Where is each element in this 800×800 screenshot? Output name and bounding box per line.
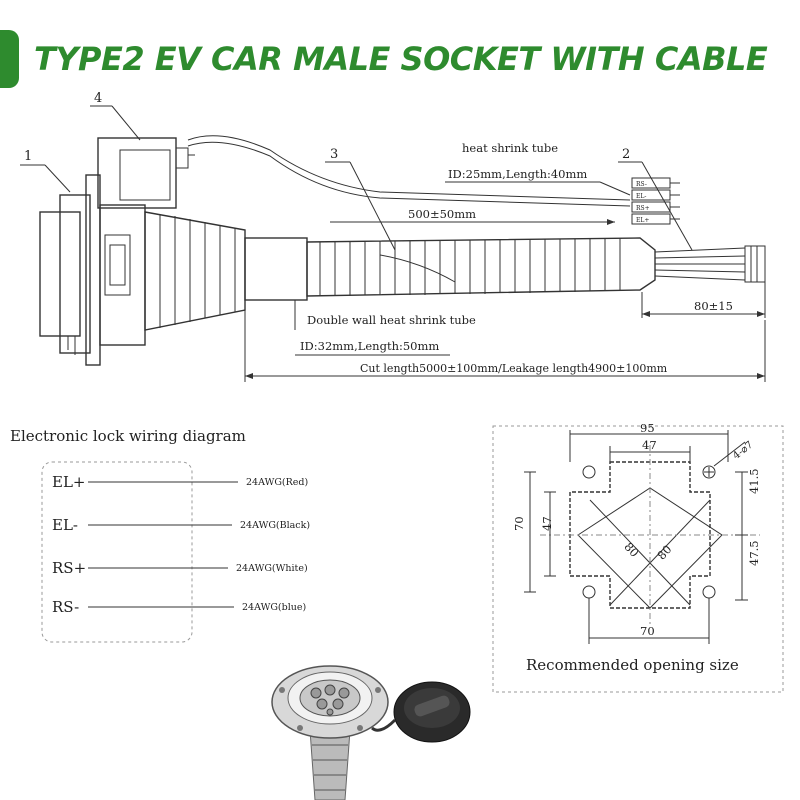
- callout-1: 1: [24, 149, 32, 164]
- cutout-outline: [569, 461, 711, 609]
- lock-wire-tags: RS- EL- RS+ EL+: [631, 177, 680, 225]
- wire-spec: 24AWG(White): [236, 563, 308, 574]
- heat-shrink-label: heat shrink tube: [462, 141, 558, 155]
- wiring-row: RS+ 24AWG(White): [52, 559, 308, 577]
- electronic-lock-body: [97, 137, 177, 209]
- wiring-row: RS- 24AWG(blue): [52, 598, 306, 616]
- mounting-hole: [702, 585, 716, 599]
- wiring-diagram: Electronic lock wiring diagram EL+ 24AWG…: [10, 427, 310, 643]
- corrugated-conduit: [306, 237, 656, 297]
- dim-70-left: 70: [512, 516, 526, 531]
- callout-2: 2: [622, 147, 630, 162]
- dim-hole: 4-⌀7: [731, 440, 755, 462]
- pin-label: RS-: [52, 598, 79, 616]
- mounting-hole: [702, 465, 716, 479]
- dim-70-bottom: 70: [640, 624, 655, 638]
- double-wall-heat-shrink: [244, 237, 308, 301]
- callout-4: 4: [94, 91, 102, 106]
- wire-tag: RS+: [636, 205, 650, 212]
- pin-label: EL-: [52, 516, 78, 534]
- dim-500: 500±50mm: [408, 207, 476, 221]
- pin-label: RS+: [52, 559, 86, 577]
- callout-3: 3: [330, 147, 338, 162]
- socket-rear-body: [99, 204, 146, 346]
- wiring-title: Electronic lock wiring diagram: [10, 427, 246, 445]
- wire-spec: 24AWG(Black): [240, 520, 310, 531]
- opening-frame: [492, 425, 784, 693]
- rubber-boot: [144, 211, 246, 331]
- double-wall-spec: ID:32mm,Length:50mm: [300, 339, 439, 353]
- output-wires: [654, 245, 766, 283]
- mounting-hole: [582, 465, 596, 479]
- opening-size-diagram: 95 47 4-⌀7 41.5 47.5 70 47 80 80 70 Reco…: [492, 421, 784, 693]
- dim-80: 80±15: [694, 299, 733, 313]
- lock-cable: [187, 135, 631, 201]
- double-wall-label: Double wall heat shrink tube: [307, 313, 476, 327]
- heat-shrink-spec: ID:25mm,Length:40mm: [448, 167, 587, 181]
- wire-tag: EL+: [636, 217, 649, 224]
- wiring-row: EL- 24AWG(Black): [52, 516, 310, 534]
- dim-95: 95: [640, 421, 655, 435]
- mounting-hole: [582, 585, 596, 599]
- page-title: TYPE2 EV CAR MALE SOCKET WITH CABLE: [34, 40, 768, 78]
- wiring-row: EL+ 24AWG(Red): [52, 473, 308, 491]
- wire-spec: 24AWG(blue): [242, 602, 306, 613]
- title-accent-bar: [0, 30, 19, 88]
- wiring-box: [41, 461, 193, 643]
- wire-tag: EL-: [636, 193, 646, 200]
- diagonal-80-b: [609, 499, 711, 606]
- opening-title: Recommended opening size: [526, 656, 739, 674]
- product-photo: [271, 665, 471, 800]
- diagonal-80-a: [589, 499, 691, 606]
- dim-47-left: 47: [540, 516, 554, 531]
- cable-assembly-drawing: RS- EL- RS+ EL+ 1 4 3 2 heat shrink tube…: [20, 91, 766, 382]
- dim-47-top: 47: [642, 438, 657, 452]
- dim-80-b: 80: [654, 542, 674, 562]
- cut-length: Cut length5000±100mm/Leakage length4900±…: [360, 362, 668, 375]
- wire-spec: 24AWG(Red): [246, 477, 308, 488]
- dim-47-5: 47.5: [747, 540, 761, 566]
- dim-80-a: 80: [621, 540, 641, 560]
- pin-label: EL+: [52, 473, 85, 491]
- dim-41-5: 41.5: [747, 468, 761, 494]
- wire-tag: RS-: [636, 181, 647, 188]
